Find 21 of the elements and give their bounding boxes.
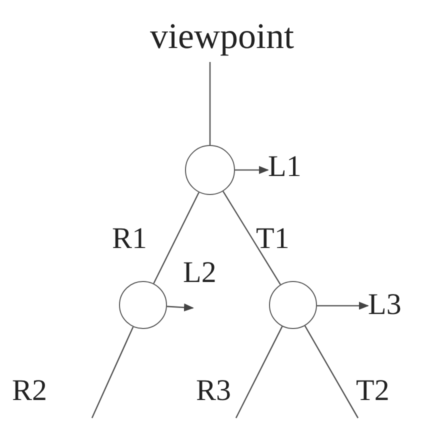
node-label: L3 bbox=[368, 288, 402, 322]
circle-node bbox=[185, 145, 235, 195]
edge-label: R2 bbox=[12, 374, 48, 408]
connector-line bbox=[209, 62, 211, 145]
connector-line bbox=[153, 192, 200, 284]
connector-line bbox=[91, 326, 134, 418]
edge-label: T1 bbox=[256, 222, 290, 256]
edge-label: R1 bbox=[112, 222, 148, 256]
connector-line bbox=[235, 326, 283, 418]
node-label: L1 bbox=[268, 150, 302, 184]
edge-label: R3 bbox=[196, 374, 232, 408]
arrow bbox=[235, 166, 269, 174]
arrow bbox=[317, 302, 369, 310]
edge-label: L2 bbox=[183, 256, 216, 290]
edge-label: T2 bbox=[356, 374, 390, 408]
circle-node bbox=[269, 281, 317, 329]
node-label: viewpoint bbox=[150, 16, 294, 56]
connector-line bbox=[304, 325, 359, 418]
arrow bbox=[166, 303, 194, 312]
connector-line bbox=[222, 190, 281, 285]
circle-node bbox=[119, 281, 167, 329]
